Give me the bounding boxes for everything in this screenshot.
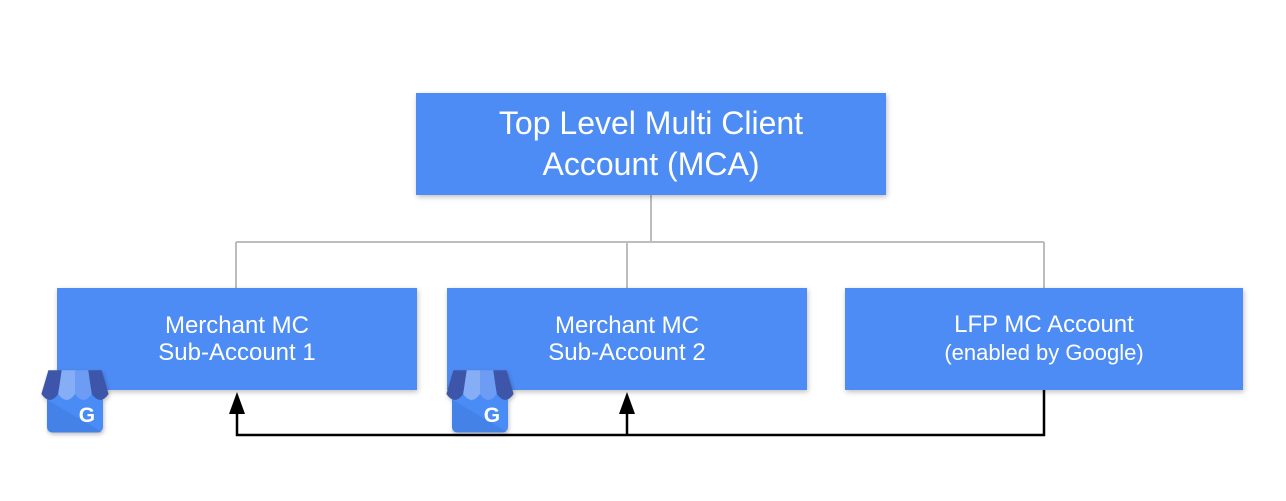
storefront-awning bbox=[41, 370, 109, 400]
feedback-line-main bbox=[235, 390, 1046, 437]
arrowhead-up-child1 bbox=[229, 392, 245, 414]
merchant-sub-account-2-label-line1: Merchant MC bbox=[554, 312, 700, 339]
merchant-sub-account-1-label-line2: Sub-Account 1 bbox=[158, 339, 316, 366]
lfp-account-box: LFP MC Account (enabled by Google) bbox=[845, 288, 1243, 390]
tree-connector-lines bbox=[235, 195, 1045, 288]
google-g-letter: G bbox=[79, 404, 95, 427]
arrowhead-up-child2 bbox=[619, 392, 635, 414]
merchant-sub-account-2-box: Merchant MC Sub-Account 2 bbox=[447, 288, 807, 390]
feedback-arrow-lines bbox=[235, 390, 1046, 437]
mca-root-box: Top Level Multi Client Account (MCA) bbox=[416, 93, 886, 195]
google-business-profile-icon: G bbox=[446, 370, 514, 433]
storefront-awning bbox=[446, 370, 514, 400]
merchant-sub-account-2-label-line2: Sub-Account 2 bbox=[548, 339, 706, 366]
mca-root-label-line1: Top Level Multi Client bbox=[498, 105, 804, 141]
mca-root-label-line2: Account (MCA) bbox=[542, 146, 760, 182]
storefront-body bbox=[452, 392, 508, 433]
storefront-body bbox=[47, 392, 103, 433]
google-business-profile-icon: G bbox=[41, 370, 109, 433]
merchant-sub-account-1-box: Merchant MC Sub-Account 1 bbox=[57, 288, 417, 390]
google-g-letter: G bbox=[484, 404, 500, 427]
lfp-account-label-line2: (enabled by Google) bbox=[944, 340, 1144, 365]
merchant-sub-account-1-label-line1: Merchant MC bbox=[164, 312, 310, 339]
lfp-account-label-line1: LFP MC Account bbox=[954, 311, 1134, 338]
